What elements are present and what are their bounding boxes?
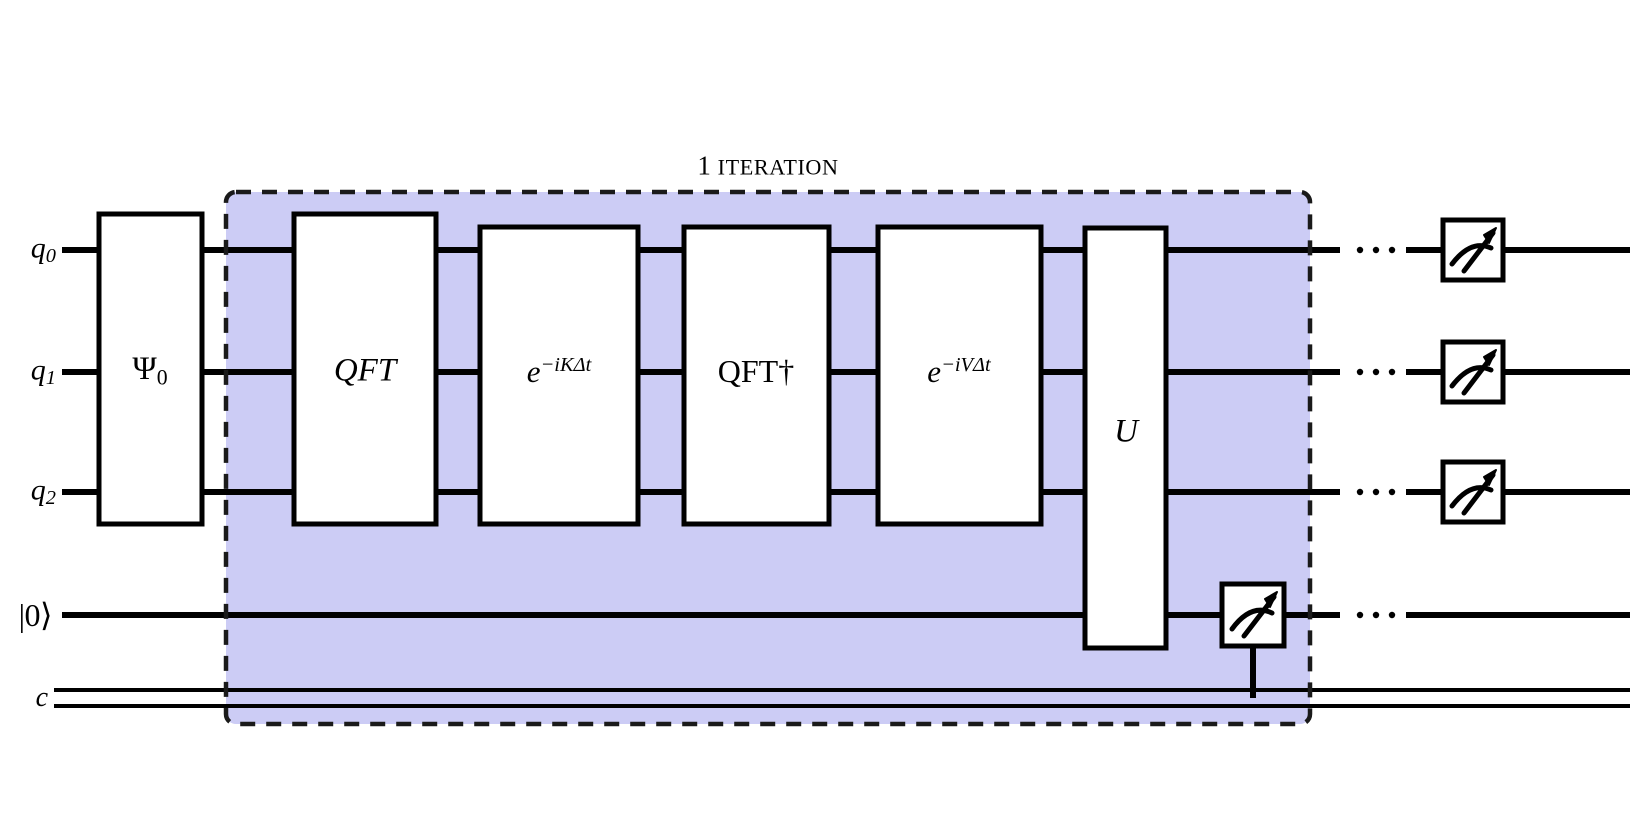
wire-group-classical [54, 688, 1630, 708]
measure-needle-arrowhead-icon [1264, 591, 1278, 608]
wire-label-classical: c [35, 682, 48, 713]
ellipsis-dot [1388, 368, 1396, 376]
ellipsis-dots [1356, 246, 1396, 619]
measure-meter-icon [1449, 365, 1494, 389]
wire-label-q2: q2 [30, 473, 56, 510]
gate-box-qft[interactable] [291, 211, 439, 527]
ellipsis-dot [1356, 246, 1364, 254]
ellipsis-dot [1372, 246, 1380, 254]
ellipsis-dot [1372, 611, 1380, 619]
ellipsis-dot [1388, 611, 1396, 619]
gate-box-qft-dagger[interactable] [681, 224, 832, 527]
gate-box-exp-k[interactable] [477, 224, 641, 527]
ellipsis-dot [1356, 611, 1364, 619]
measurement-q0[interactable] [1440, 217, 1506, 283]
measure-needle-arrowhead-icon [1483, 227, 1497, 244]
gate-boxes [96, 211, 1169, 651]
iteration-dashed-border [223, 189, 1313, 727]
measure-meter-icon [1229, 607, 1275, 632]
ellipsis-dot [1372, 368, 1380, 376]
wire-label-ancilla: |0⟩ [18, 597, 53, 633]
iteration-annotation-label: 1 Iteration [697, 150, 839, 181]
measurement-q2[interactable] [1440, 459, 1506, 525]
wire-label-q1: q1 [30, 353, 56, 390]
measure-needle-arrowhead-icon [1483, 469, 1497, 486]
ellipsis-dot [1388, 246, 1396, 254]
measurement-ancilla[interactable] [1219, 581, 1287, 649]
measurement-q1[interactable] [1440, 339, 1506, 405]
gate-box-exp-v[interactable] [875, 224, 1044, 527]
gate-box-u[interactable] [1082, 225, 1169, 651]
iteration-word: Iteration [717, 154, 839, 180]
iteration-count: 1 [697, 150, 711, 181]
ellipsis-dot [1356, 368, 1364, 376]
ellipsis-dot [1388, 488, 1396, 496]
ellipsis-dot [1356, 488, 1364, 496]
measure-meter-icon [1449, 243, 1494, 267]
wire-label-q0: q0 [30, 231, 56, 268]
measure-meter-icon [1449, 485, 1494, 509]
ellipsis-dot [1372, 488, 1380, 496]
gate-box-psi0[interactable] [96, 211, 205, 527]
measurement-box-q2[interactable] [1440, 459, 1506, 525]
measure-needle-arrowhead-icon [1483, 349, 1497, 366]
